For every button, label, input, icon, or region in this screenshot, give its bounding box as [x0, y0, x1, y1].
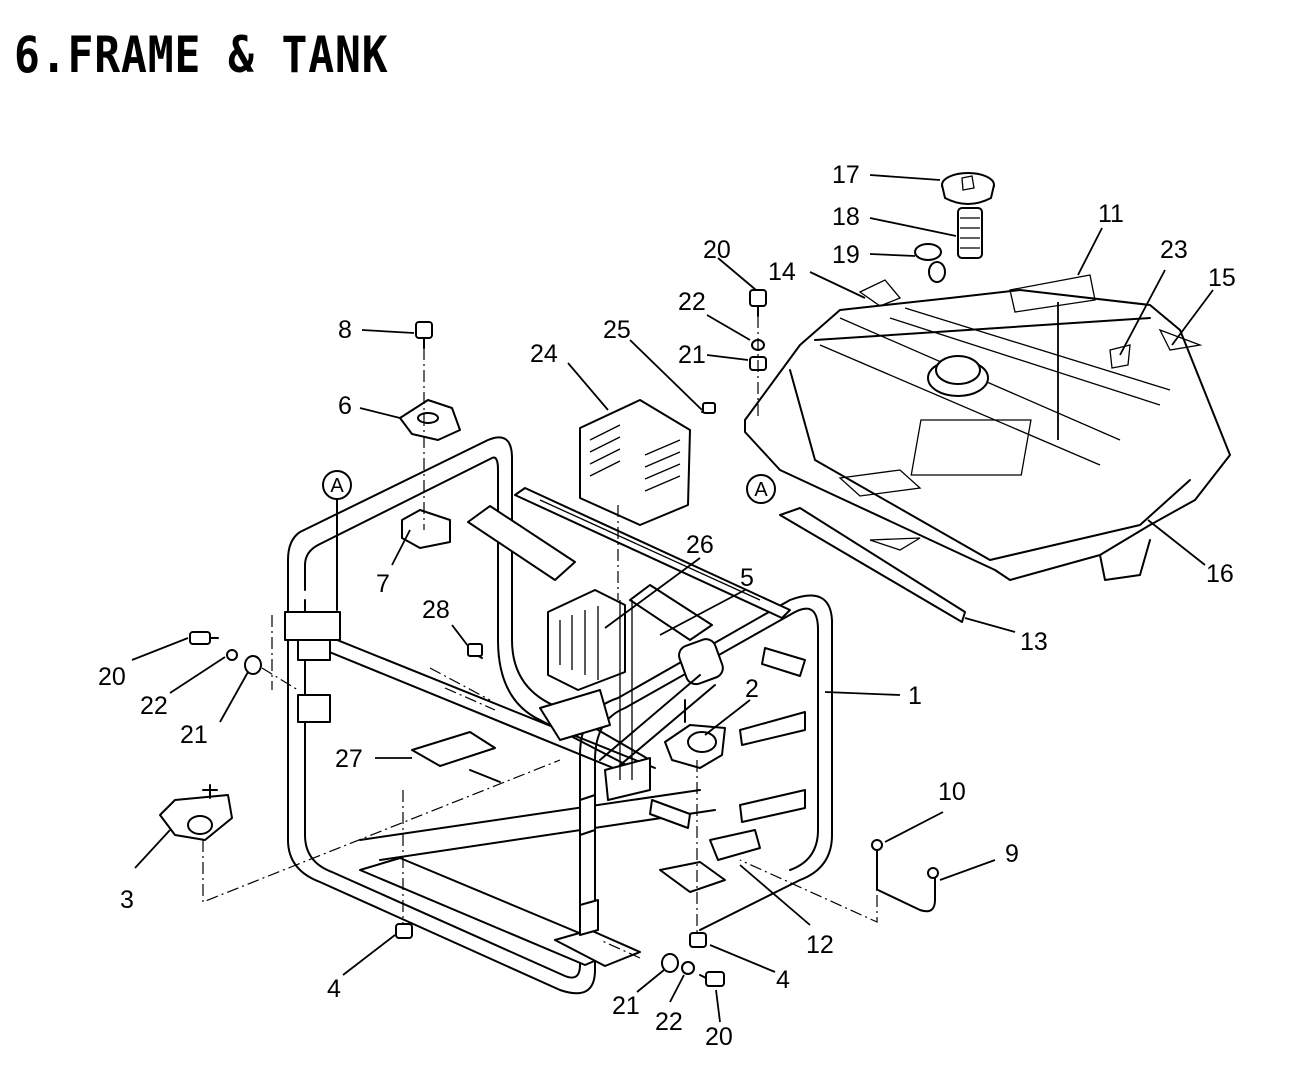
callout-14: 14 [768, 258, 796, 286]
callout-22-tank: 22 [678, 288, 706, 316]
callout-20-tank: 20 [703, 236, 731, 264]
ref-mark-a-right: A [754, 479, 768, 501]
assembly-centerlines [202, 316, 878, 959]
callout-20-left: 20 [98, 663, 126, 691]
callout-6: 6 [338, 392, 352, 420]
callout-1: 1 [908, 682, 922, 710]
callout-27: 27 [335, 745, 363, 773]
callout-24: 24 [530, 340, 558, 368]
callout-4-right: 4 [776, 966, 790, 994]
callout-16: 16 [1206, 560, 1234, 588]
fuel-tank [744, 289, 1231, 581]
callout-leaders [131, 174, 1214, 1023]
callout-21-bottom: 21 [612, 992, 640, 1020]
callout-20-bottom: 20 [705, 1023, 733, 1051]
callout-12: 12 [806, 931, 834, 959]
tank-decals [779, 274, 1203, 623]
callout-3: 3 [120, 886, 134, 914]
base-plates [359, 829, 761, 967]
ref-mark-a-left: A [330, 475, 344, 497]
page-title: 6.FRAME & TANK [14, 26, 389, 84]
callout-19: 19 [832, 241, 860, 269]
callout-23: 23 [1160, 236, 1188, 264]
callout-18: 18 [832, 203, 860, 231]
callout-9: 9 [1005, 840, 1019, 868]
transformer [547, 589, 626, 691]
callout-21-tank: 21 [678, 341, 706, 369]
callout-4-left: 4 [327, 975, 341, 1003]
callout-8: 8 [338, 316, 352, 344]
vibration-mounts [159, 699, 726, 841]
reference-marks: A A [322, 470, 776, 611]
callout-22-left: 22 [140, 692, 168, 720]
callout-21-left: 21 [180, 721, 208, 749]
fuel-cap-parts [914, 172, 995, 283]
callout-labels: 1 2 3 4 4 5 6 7 8 9 10 11 12 13 14 15 16… [98, 161, 1236, 1051]
callout-22-bottom: 22 [655, 1008, 683, 1036]
callout-26: 26 [686, 531, 714, 559]
callout-25: 25 [603, 316, 631, 344]
callout-5: 5 [740, 564, 754, 592]
callout-2: 2 [745, 675, 759, 703]
cross-tube [467, 505, 724, 773]
callout-7: 7 [376, 570, 390, 598]
callout-17: 17 [832, 161, 860, 189]
frame-brackets [284, 600, 806, 936]
callout-10: 10 [938, 778, 966, 806]
fasteners [189, 289, 939, 987]
callout-13: 13 [1020, 628, 1048, 656]
side-brace [514, 487, 791, 619]
control-cover [579, 399, 691, 526]
callout-28: 28 [422, 596, 450, 624]
handle-27 [411, 731, 501, 783]
callout-15: 15 [1208, 264, 1236, 292]
top-mount [399, 321, 461, 549]
callout-11: 11 [1098, 200, 1124, 228]
